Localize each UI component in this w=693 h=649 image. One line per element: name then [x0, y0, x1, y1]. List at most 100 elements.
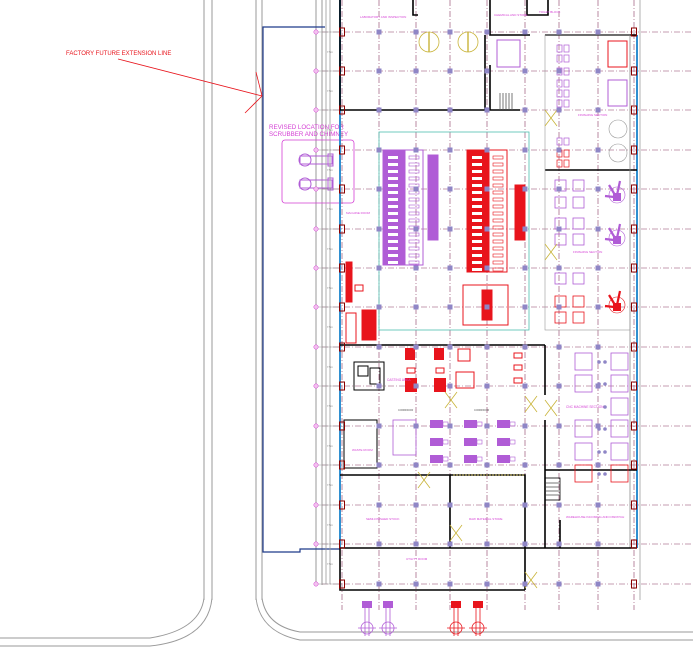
door-swing: [450, 391, 458, 409]
scrubber-label-line1: REVISED LOCATION FOR: [269, 124, 344, 131]
grid-bubble: [313, 304, 319, 310]
red-production-line: [462, 149, 526, 326]
column: [522, 265, 528, 271]
machine-slot: [388, 219, 398, 222]
column: [376, 304, 382, 310]
machine-slot: [408, 260, 420, 265]
machine-slot: [388, 163, 398, 166]
cnc-machine: [610, 397, 629, 416]
column: [522, 29, 528, 35]
machine-slot: [388, 191, 398, 194]
waste-room: [343, 419, 378, 469]
column: [413, 226, 419, 232]
purple-machine-panel: [509, 421, 516, 427]
column: [376, 68, 382, 74]
column: [484, 581, 490, 587]
column: [339, 342, 345, 352]
room-label-chemical: CHEMICAL AND STORE: [494, 13, 528, 17]
cnc-machine: [610, 419, 629, 438]
machine-slot: [492, 246, 504, 251]
column: [376, 462, 382, 468]
machine-slot: [388, 261, 398, 264]
door-swing: [544, 399, 552, 417]
finishing-desk: [556, 137, 563, 146]
column: [484, 226, 490, 232]
room-label-casting: CASTING AREA: [387, 378, 411, 382]
column: [556, 226, 562, 232]
purple-machine: [497, 438, 510, 446]
extension-arrow: [117, 58, 263, 114]
machine-slot: [408, 239, 420, 244]
column: [413, 265, 419, 271]
purple-machine-panel: [476, 456, 483, 462]
column: [413, 423, 419, 429]
column: [376, 29, 382, 35]
column: [413, 147, 419, 153]
cnc-operator: [603, 450, 607, 454]
purple-machine-panel: [442, 421, 449, 427]
column: [631, 460, 637, 470]
column: [522, 68, 528, 74]
robot-arm: [604, 194, 615, 199]
finishing-desk: [563, 159, 570, 168]
column: [631, 579, 637, 589]
column: [595, 29, 601, 35]
column: [447, 29, 453, 35]
machine-slot: [472, 233, 482, 236]
cnc-machine: [610, 464, 629, 483]
column: [339, 105, 345, 115]
column: [556, 147, 562, 153]
machine-slot: [472, 205, 482, 208]
machine-slot: [492, 232, 504, 237]
cnc-machine: [574, 419, 593, 438]
column: [595, 304, 601, 310]
column: [484, 541, 490, 547]
machine-slot: [408, 197, 420, 202]
robot-arm: [608, 294, 616, 306]
door-swing: [530, 571, 538, 589]
column: [413, 462, 419, 468]
column: [339, 539, 345, 549]
scrubber-area: [281, 139, 355, 204]
machine-slot: [472, 212, 482, 215]
column: [376, 107, 382, 113]
scrubber-head: [451, 601, 461, 608]
machine-slot: [492, 225, 504, 230]
cnc-operator: [597, 360, 601, 364]
machine-slot: [388, 212, 398, 215]
dimension-text: 7.5m: [327, 168, 333, 172]
machine-slot: [408, 232, 420, 237]
dimension-text: 7.5m: [327, 128, 333, 132]
room-label-machine: MACHINE ROOM: [346, 211, 371, 215]
column: [339, 145, 345, 155]
column: [447, 68, 453, 74]
column: [522, 502, 528, 508]
small-red-units: [513, 352, 523, 384]
column: [522, 186, 528, 192]
machine-slot: [388, 198, 398, 201]
machine-slot: [388, 254, 398, 257]
grid-bubble: [313, 383, 319, 389]
machine-slot: [472, 156, 482, 159]
cnc-operator: [603, 427, 607, 431]
column: [556, 107, 562, 113]
grid-bubble: [313, 541, 319, 547]
finishing-desk: [563, 99, 570, 108]
robot-reach: [608, 186, 626, 204]
finishing-desk: [563, 79, 570, 88]
column: [413, 581, 419, 587]
purple-machine: [497, 420, 510, 428]
grid-bubble: [313, 29, 319, 35]
grid-bubble: [313, 107, 319, 113]
cnc-machine: [574, 374, 593, 393]
grid-bubble: [313, 68, 319, 74]
column: [556, 581, 562, 587]
finishing-desk: [556, 79, 563, 88]
column: [631, 263, 637, 273]
machine-slot: [492, 218, 504, 223]
door-swing: [524, 395, 532, 413]
column: [484, 29, 490, 35]
robot-arm: [608, 184, 616, 196]
column: [595, 107, 601, 113]
